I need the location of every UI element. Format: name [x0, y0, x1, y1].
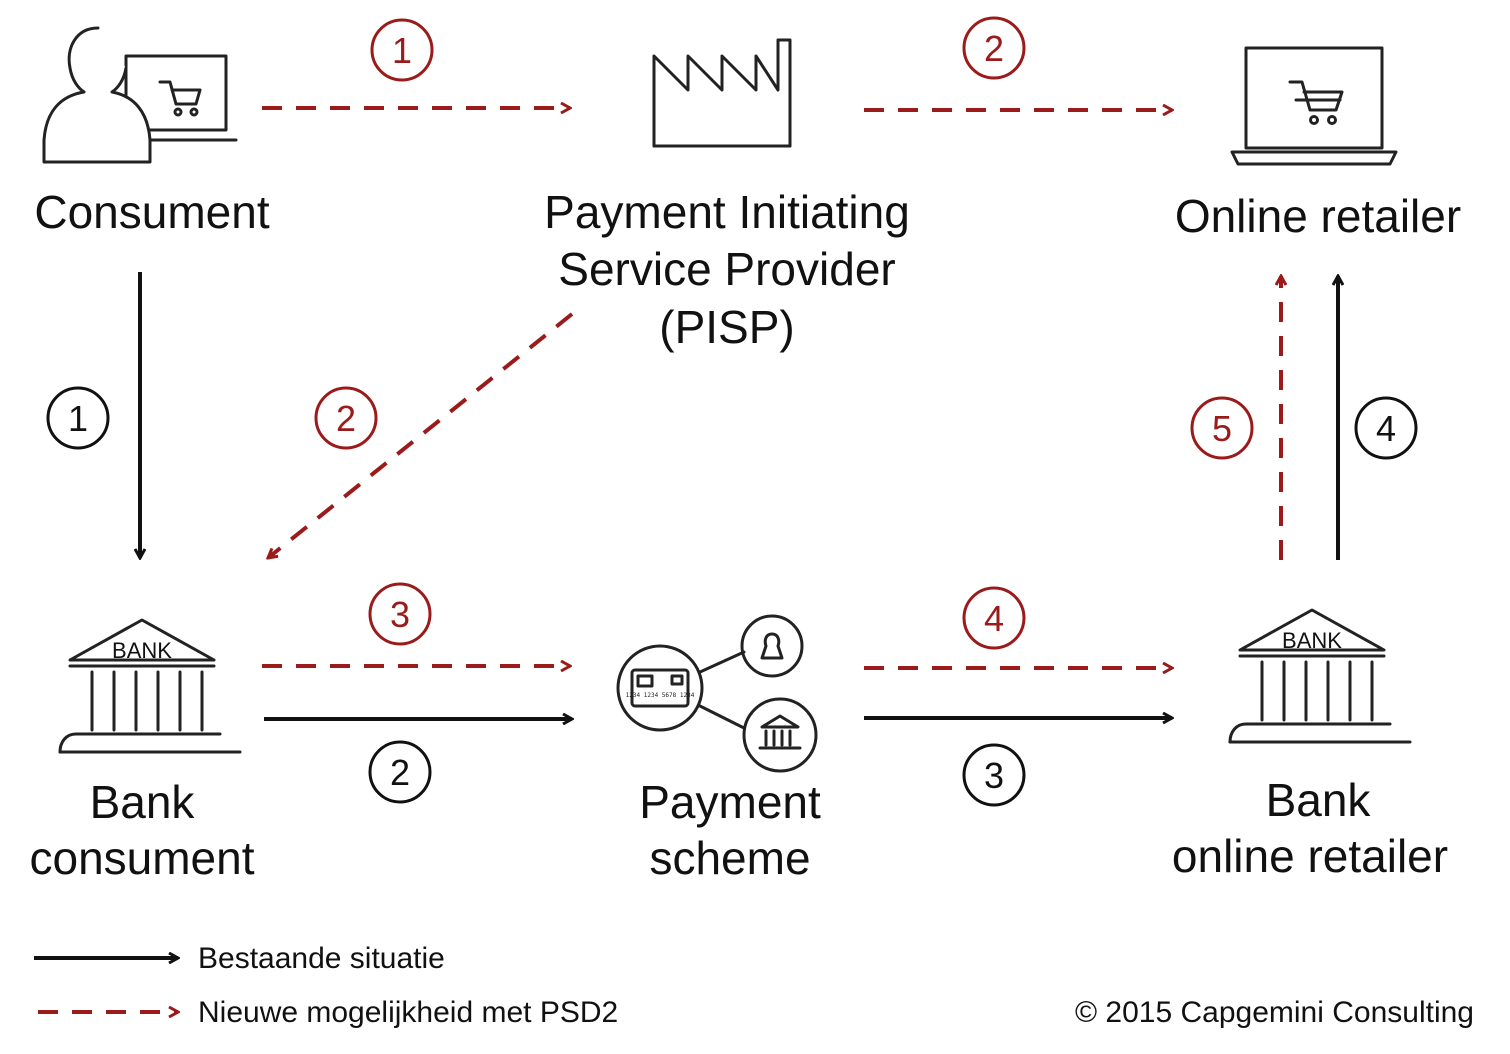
step-badge-bank-retailer-new: 5: [1190, 396, 1254, 460]
step-number: 4: [984, 598, 1004, 639]
step-number: 2: [390, 752, 410, 793]
scheme-label-line2: scheme: [649, 832, 810, 884]
bank-retailer-label-line1: Bank: [1266, 774, 1372, 826]
step-number: 2: [984, 28, 1004, 69]
arrow-pisp-bank-new: [268, 312, 574, 558]
bank-retailer-icon: [1228, 608, 1412, 744]
legend: Bestaande situatie Nieuwe mogelijkheid m…: [34, 942, 618, 1029]
card-number: 1234 1234 5678 1234: [626, 692, 695, 699]
bank-consument-label-line1: Bank: [90, 776, 196, 828]
step-number: 3: [984, 755, 1004, 796]
step-badge-bank-retailer-existing: 4: [1354, 396, 1418, 460]
step-number: 5: [1212, 408, 1232, 449]
step-number: 3: [390, 594, 410, 635]
consument-label: Consument: [34, 186, 269, 238]
scheme-label-line1: Payment: [639, 776, 821, 828]
legend-existing-label: Bestaande situatie: [198, 942, 445, 975]
consument-icon: [42, 26, 238, 164]
copyright: © 2015 Capgemini Consulting: [1075, 996, 1474, 1029]
step-badge-bank-scheme-new: 3: [368, 582, 432, 646]
bank-consument-sign: BANK: [112, 638, 172, 663]
step-number: 2: [336, 398, 356, 439]
step-badge-bank-scheme-existing: 2: [368, 740, 432, 804]
bank-retailer-label-line2: online retailer: [1172, 830, 1448, 882]
bank-consument-icon: [58, 618, 242, 754]
step-badge-pisp-bank: 2: [314, 386, 378, 450]
step-badge-consument-bank: 1: [46, 386, 110, 450]
step-badge-consument-pisp: 1: [370, 18, 434, 82]
step-number: 1: [68, 398, 88, 439]
step-badge-scheme-bank-new: 4: [962, 586, 1026, 650]
pisp-label-line1: Payment Initiating: [544, 186, 910, 238]
legend-new-label: Nieuwe mogelijkheid met PSD2: [198, 996, 618, 1029]
bank-consument-label-line2: consument: [29, 832, 254, 884]
bank-retailer-sign: BANK: [1282, 628, 1342, 653]
retailer-label: Online retailer: [1175, 190, 1461, 242]
step-badge-pisp-retailer: 2: [962, 16, 1026, 80]
payment-scheme-icon: [616, 614, 818, 773]
pisp-label-line2: Service Provider: [558, 243, 895, 295]
step-number: 1: [392, 30, 412, 71]
step-badge-scheme-bank-existing: 3: [962, 743, 1026, 807]
factory-icon: [652, 38, 792, 148]
step-number: 4: [1376, 408, 1396, 449]
pisp-label-line3: (PISP): [659, 301, 794, 353]
laptop-cart-icon: [1230, 46, 1398, 166]
